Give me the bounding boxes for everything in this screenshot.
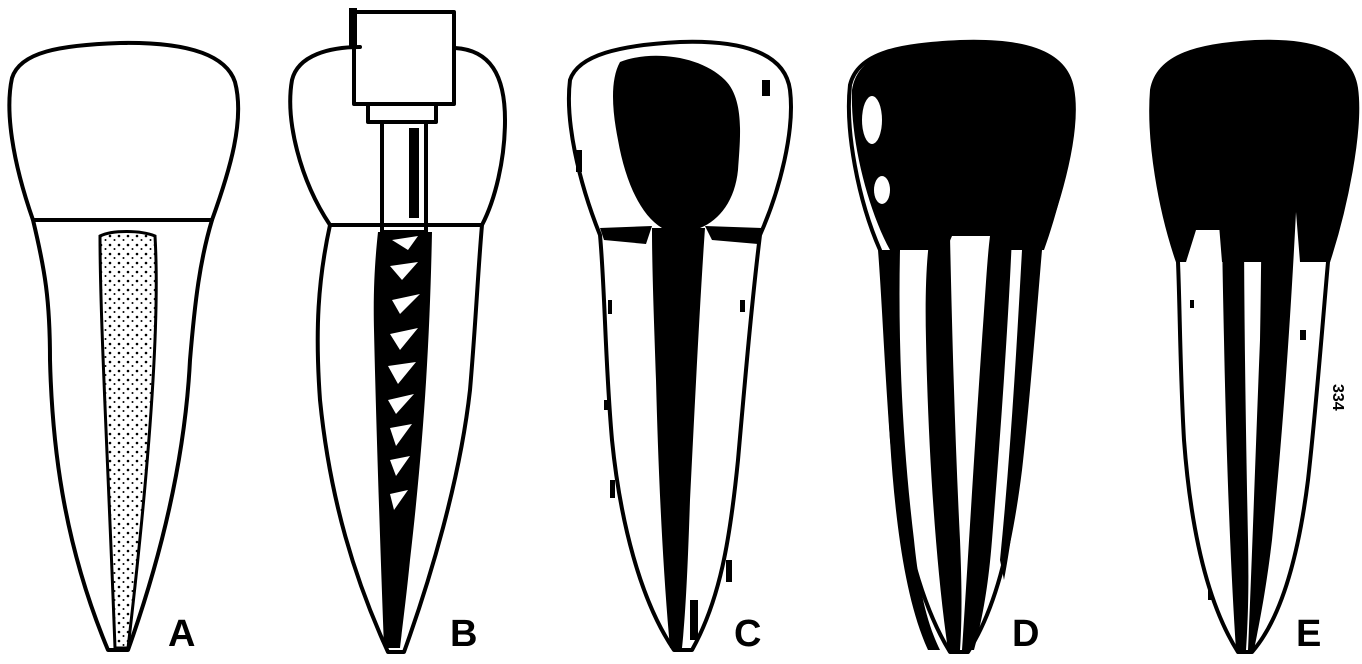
- panel-c-tooth: [569, 42, 791, 650]
- panel-e-crown-filling: [1151, 42, 1357, 262]
- panel-d-label: D: [1012, 613, 1039, 655]
- panel-d-canal-filling: [926, 236, 962, 650]
- panel-b-spiral-filler: [374, 232, 432, 648]
- panel-b-instrument-handle: [354, 12, 454, 104]
- panel-a-label: A: [168, 613, 195, 655]
- panel-e-label: E: [1296, 613, 1321, 655]
- figure-number: 334: [1329, 384, 1346, 411]
- panel-a-tooth: [9, 43, 238, 650]
- panel-c-pulp-chamber-filling: [613, 56, 740, 228]
- panel-e-tooth: [1151, 42, 1357, 652]
- panel-b-tooth: [290, 8, 505, 652]
- panel-d-crown-filling: [852, 42, 1073, 250]
- panel-d-tooth: [849, 42, 1074, 652]
- panel-b-instrument-shaft: [382, 122, 426, 232]
- panel-c-label: C: [734, 613, 761, 655]
- panel-b-crown: [290, 47, 505, 225]
- panel-e-canal-filling: [1222, 212, 1248, 650]
- panel-c-canal-filling: [652, 228, 705, 648]
- panel-b-label: B: [450, 613, 477, 655]
- panel-a-crown: [9, 43, 238, 220]
